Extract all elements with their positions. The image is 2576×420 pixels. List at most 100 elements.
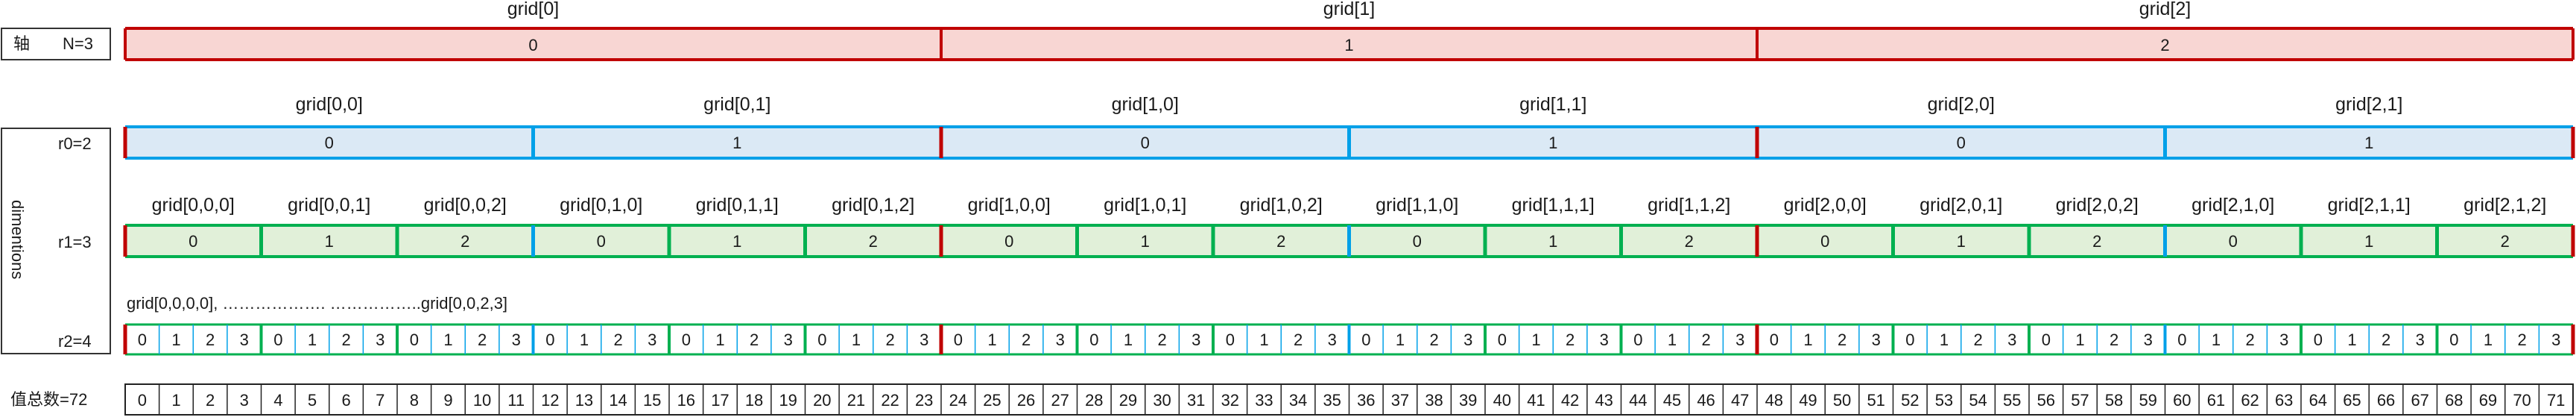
- totals-value: 6: [341, 391, 350, 410]
- level2-title: grid[1,0,2]: [1240, 195, 1323, 216]
- level3-value: 1: [1940, 330, 1949, 349]
- level3-value: 0: [1226, 330, 1235, 349]
- level3-value: 2: [478, 330, 487, 349]
- level3-value: 3: [1872, 330, 1881, 349]
- level3-value: 3: [1056, 330, 1065, 349]
- level3-value: 0: [545, 330, 554, 349]
- totals-value: 46: [1697, 391, 1715, 410]
- totals-value: 69: [2479, 391, 2497, 410]
- dimensions-label: dimentions: [8, 200, 27, 279]
- totals-value: 15: [643, 391, 661, 410]
- level2-title: grid[2,0,1]: [1920, 195, 2002, 216]
- level3-value: 2: [2382, 330, 2390, 349]
- level3-value: 2: [2517, 330, 2526, 349]
- totals-value: 14: [609, 391, 627, 410]
- totals-value: 61: [2207, 391, 2225, 410]
- level3-value: 3: [240, 330, 249, 349]
- totals-value: 35: [1323, 391, 1341, 410]
- totals-value: 4: [273, 391, 282, 410]
- level2-title: grid[2,1,1]: [2328, 195, 2411, 216]
- level0-bar: [125, 28, 2573, 60]
- totals-value: 21: [847, 391, 865, 410]
- level2-title: grid[0,0,1]: [288, 195, 370, 216]
- level3-value: 3: [2551, 330, 2560, 349]
- totals-value: 60: [2173, 391, 2191, 410]
- totals-value: 40: [1493, 391, 1511, 410]
- level1-value: 0: [325, 134, 334, 152]
- level3-value: 3: [2416, 330, 2425, 349]
- level0-title: grid[2]: [2139, 0, 2191, 19]
- level-titles: grid[0]grid[1]grid[2]grid[0,0]grid[0,1]g…: [152, 0, 2547, 216]
- r2-label: r2=4: [58, 332, 92, 351]
- level3-value: 1: [715, 330, 724, 349]
- level3-value: 0: [1770, 330, 1779, 349]
- level3-value: 3: [1192, 330, 1200, 349]
- level0-value: 2: [2160, 36, 2169, 54]
- level1-value: 0: [1141, 134, 1150, 152]
- totals-value: 10: [473, 391, 491, 410]
- level3-value: 0: [2042, 330, 2051, 349]
- level2-title: grid[0,1,0]: [560, 195, 642, 216]
- level2-title: grid[2,1,2]: [2463, 195, 2546, 216]
- level3-value: 1: [987, 330, 996, 349]
- totals-value: 48: [1765, 391, 1783, 410]
- level3-value: 3: [1735, 330, 1744, 349]
- totals-value: 51: [1867, 391, 1884, 410]
- level3-value: 1: [2212, 330, 2221, 349]
- level3-value: 1: [308, 330, 317, 349]
- level2-value: 2: [2501, 232, 2510, 251]
- totals-value: 29: [1119, 391, 1137, 410]
- level2-value: 2: [1685, 232, 1694, 251]
- level2-title: grid[0,0,0]: [152, 195, 235, 216]
- totals-value: 3: [240, 391, 249, 410]
- level3-value: 0: [1498, 330, 1507, 349]
- totals-value: 34: [1289, 391, 1307, 410]
- level3-value: 1: [2484, 330, 2493, 349]
- totals-value: 44: [1629, 391, 1647, 410]
- level3-value: 0: [1089, 330, 1098, 349]
- level3-value: 1: [580, 330, 589, 349]
- level2-title: grid[2,1,0]: [2192, 195, 2274, 216]
- level3-value: 0: [138, 330, 147, 349]
- level2-value: 1: [2364, 232, 2373, 251]
- totals-value: 18: [745, 391, 763, 410]
- level0-title: grid[1]: [1323, 0, 1375, 19]
- axis-box: [1, 28, 111, 60]
- totals-value: 1: [171, 391, 180, 410]
- level2-title: grid[2,0,0]: [1784, 195, 1867, 216]
- level1-title: grid[2,0]: [1928, 94, 1995, 115]
- level2-value: 0: [1413, 232, 1422, 251]
- totals-value: 37: [1391, 391, 1409, 410]
- level2-title: grid[0,1,1]: [696, 195, 779, 216]
- level2-value: 1: [1548, 232, 1557, 251]
- r1-label: r1=3: [58, 233, 92, 251]
- n-label: N=3: [63, 34, 93, 53]
- level3-value: 2: [2245, 330, 2254, 349]
- totals-value: 38: [1425, 391, 1443, 410]
- level3-value: 3: [1600, 330, 1609, 349]
- totals-value: 8: [410, 391, 419, 410]
- level2-value: 0: [597, 232, 606, 251]
- level1-title: grid[1,1]: [1519, 94, 1586, 115]
- level3-value: 2: [341, 330, 350, 349]
- totals-value: 63: [2275, 391, 2293, 410]
- totals-value: 27: [1051, 391, 1069, 410]
- level2-value: 2: [2092, 232, 2101, 251]
- level3-value: 3: [2279, 330, 2288, 349]
- level3-value: 0: [2177, 330, 2186, 349]
- level3-value: 2: [1838, 330, 1846, 349]
- level2-title: grid[1,0,0]: [968, 195, 1051, 216]
- totals-value: 28: [1085, 391, 1103, 410]
- level2-value: 2: [869, 232, 878, 251]
- level3-value: 1: [1531, 330, 1540, 349]
- totals-value: 67: [2411, 391, 2428, 410]
- level2-value: 1: [732, 232, 741, 251]
- level3-value: 0: [1361, 330, 1370, 349]
- level3-value: 2: [613, 330, 622, 349]
- totals-value: 62: [2241, 391, 2259, 410]
- cell-borders: [123, 27, 2575, 415]
- level3-value: 3: [1463, 330, 1472, 349]
- level3-value: 3: [376, 330, 384, 349]
- level2-title: grid[1,1,1]: [1512, 195, 1595, 216]
